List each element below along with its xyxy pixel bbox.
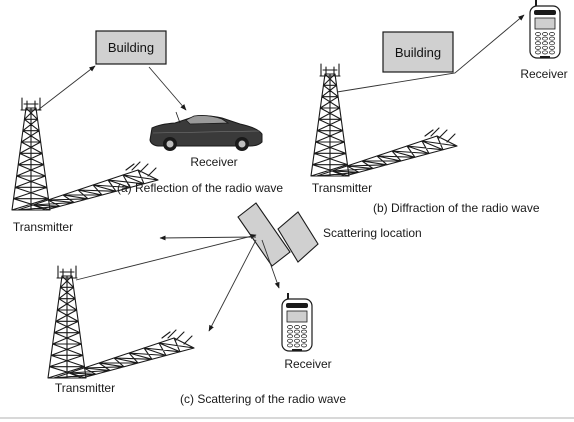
panel-a-reflection: Building Receiver Transmitter (a) Reflec… [11,30,283,234]
ray-b-diffracted [336,14,525,93]
transmitter-tower-icon [310,63,458,177]
mobile-phone-icon [281,293,313,352]
building-b-label: Building [395,45,441,60]
transmitter-b-label: Transmitter [312,181,372,195]
scatter-location-label: Scattering location [323,226,422,240]
panel-b-diffraction: Building Receiver Transmitter (b) Diffra… [310,0,568,215]
panel-c-scattering: Scattering location Receiver Transmitter… [47,202,422,406]
ray-a-reflected [148,66,187,111]
ray-c-incident [75,233,257,281]
transmitter-a-label: Transmitter [13,220,73,234]
caption-c: (c) Scattering of the radio wave [180,392,346,406]
ray-a-incident [37,65,96,111]
transmitter-tower-icon [47,265,195,379]
ray-c-scatter-down [208,239,257,332]
building-a-icon [95,30,167,65]
mobile-phone-icon [529,0,561,59]
caption-b: (b) Diffraction of the radio wave [373,201,540,215]
receiver-c-label: Receiver [284,357,331,371]
transmitter-tower-icon [11,97,159,211]
ray-c-scatter-left [159,235,257,241]
scattering-object-icon [237,202,319,267]
building-a-label: Building [108,40,154,55]
building-b-icon [382,31,454,73]
car-icon [149,111,263,151]
transmitter-c-label: Transmitter [55,381,115,395]
ray-c-scatter-receiver [261,239,280,289]
caption-a: (a) Reflection of the radio wave [117,181,283,195]
receiver-b-label: Receiver [520,67,567,81]
receiver-a-label: Receiver [190,155,237,169]
